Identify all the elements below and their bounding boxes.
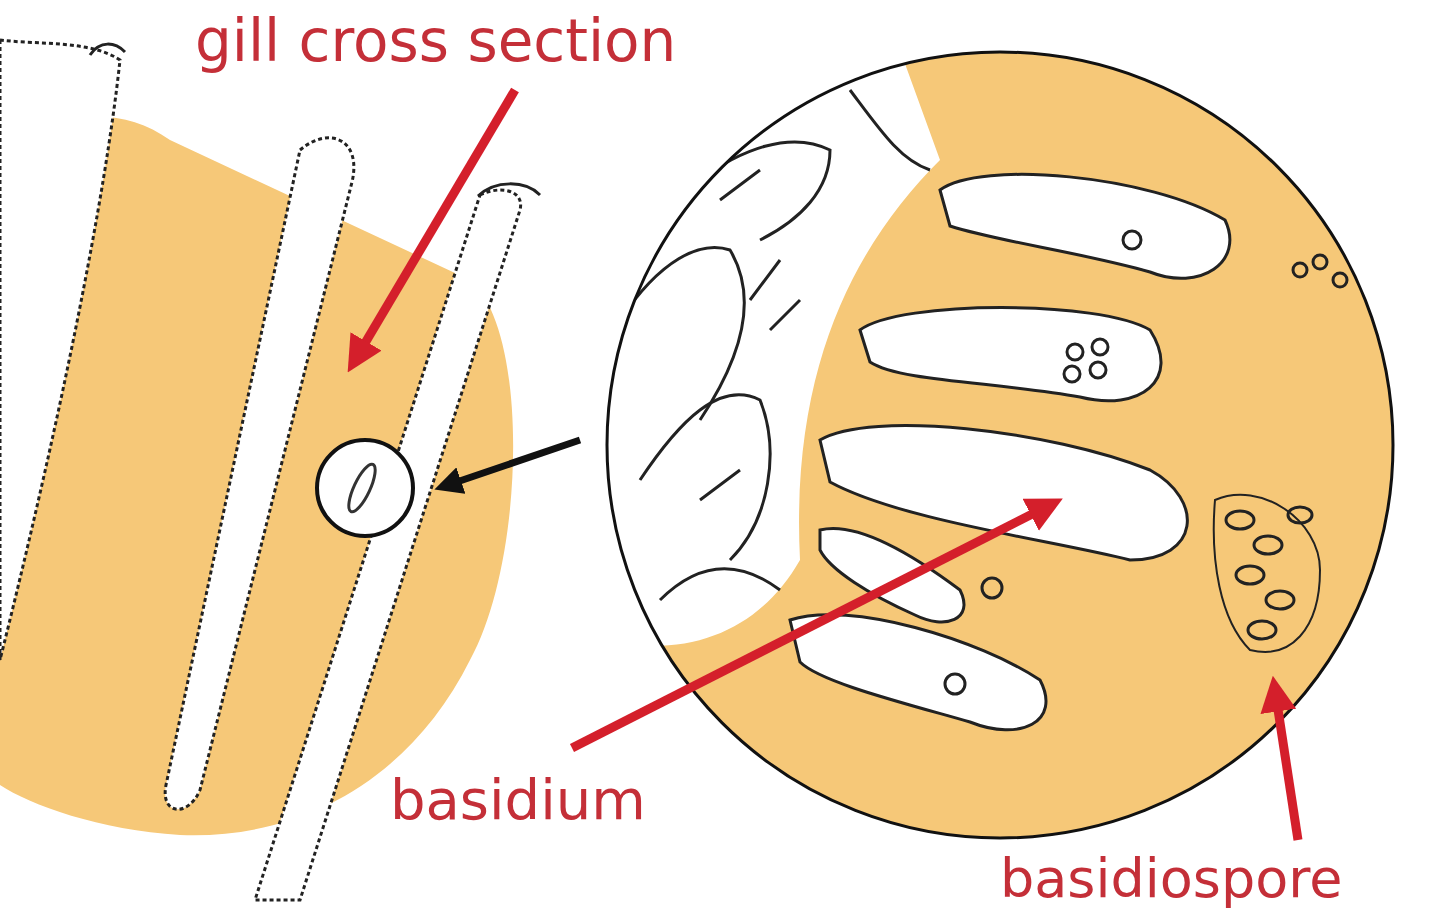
leader-arrow: [355, 90, 515, 360]
gill-tip: [90, 44, 125, 55]
leader-arrow: [1275, 690, 1298, 840]
leader-arrow: [572, 505, 1050, 748]
sterigma-cluster: [1214, 495, 1320, 652]
magnified-content: [590, 50, 1347, 730]
part-label: gill cross section: [195, 12, 676, 70]
part-label: basidiospore: [1000, 852, 1343, 906]
magnify-arrow: [445, 440, 580, 486]
spot-detail: [344, 461, 380, 515]
magnify-spot: [317, 440, 413, 536]
basidium-shape: [790, 174, 1230, 729]
spore: [945, 231, 1347, 694]
gill-outline: [0, 40, 120, 660]
part-label: basidium: [390, 772, 646, 828]
gill-tip: [478, 184, 540, 196]
